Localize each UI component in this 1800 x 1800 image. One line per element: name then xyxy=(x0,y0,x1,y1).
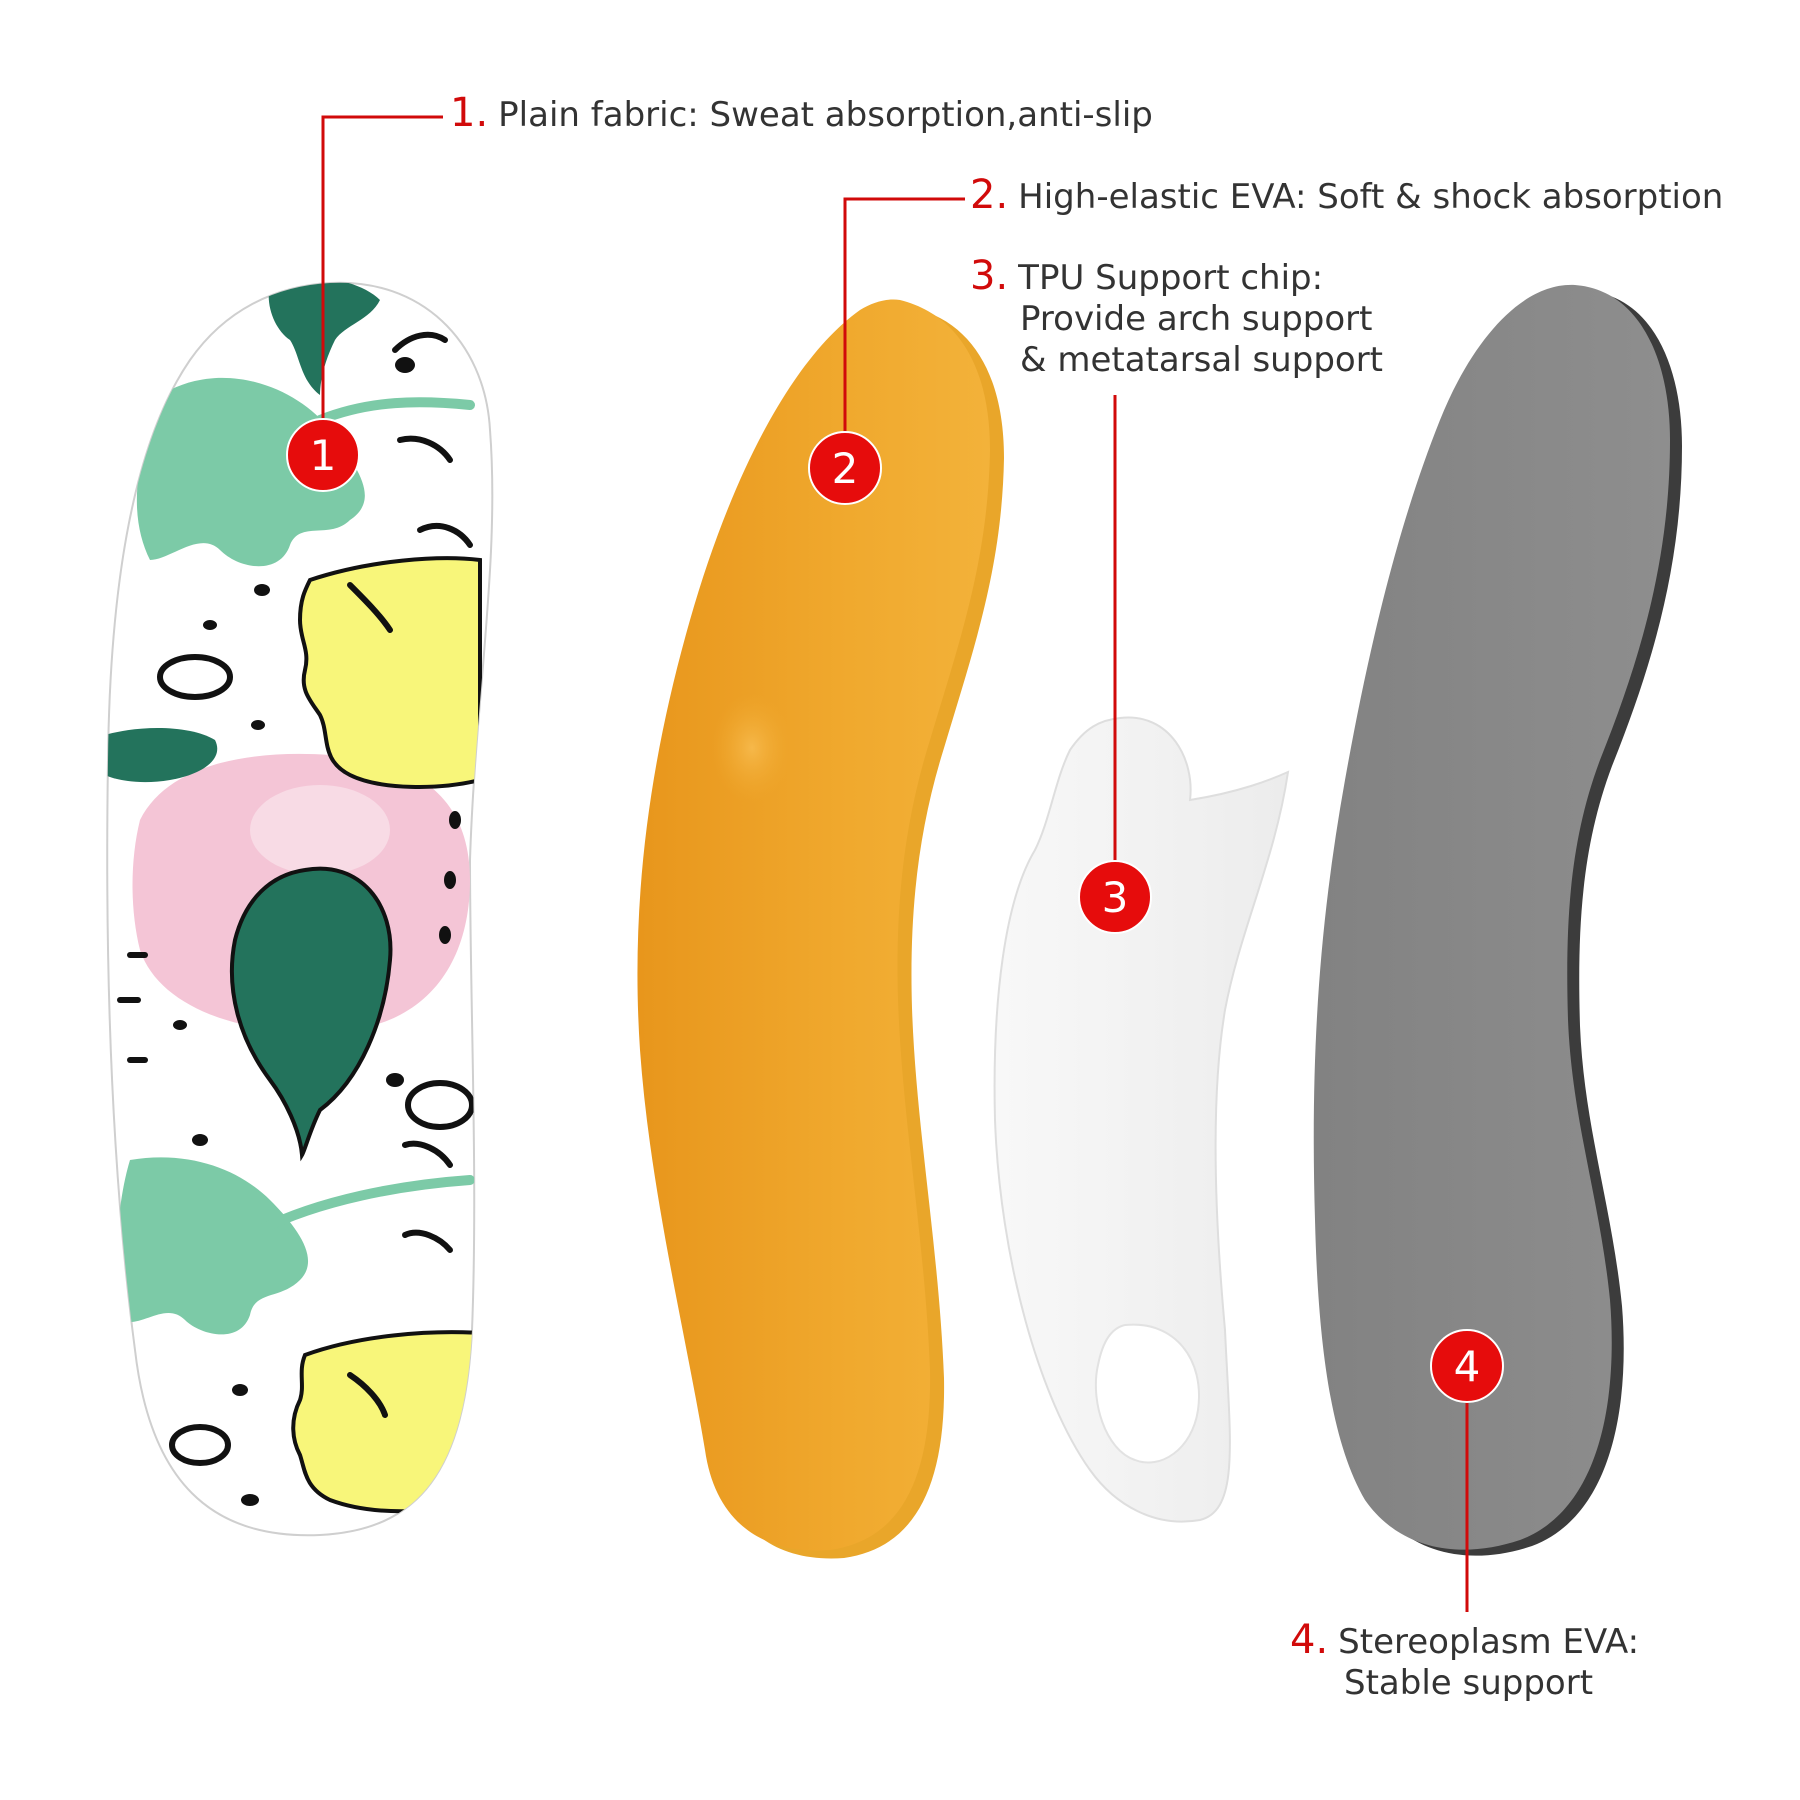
badge-3: 3 xyxy=(1078,860,1152,934)
callout-text-3-line-2: Provide arch support xyxy=(1020,299,1373,339)
leader-line-1 xyxy=(321,115,443,455)
callout-number-2: 2. xyxy=(970,172,1009,218)
callout-text-3-line-3: & metatarsal support xyxy=(1020,340,1384,380)
callout-text-3-line-1: TPU Support chip: xyxy=(1018,258,1324,298)
callout-text-4-line-2: Stable support xyxy=(1344,1663,1594,1703)
callout-label-3: 3.TPU Support chip: Provide arch support… xyxy=(970,256,1383,381)
tpu-support-chip xyxy=(993,716,1290,1523)
gray-base-layer xyxy=(1313,284,1682,1556)
callout-number-4: 4. xyxy=(1290,1617,1329,1663)
callout-label-2: 2.High-elastic EVA: Soft & shock absorpt… xyxy=(970,175,1723,218)
callout-text-2: High-elastic EVA: Soft & shock absorptio… xyxy=(1018,177,1724,217)
callout-text-1: Plain fabric: Sweat absorption,anti-slip xyxy=(498,95,1153,135)
badge-4-number: 4 xyxy=(1454,1342,1481,1391)
badge-1-number: 1 xyxy=(310,431,337,480)
callout-label-1: 1.Plain fabric: Sweat absorption,anti-sl… xyxy=(450,93,1153,136)
orange-eva-layer xyxy=(637,299,1004,1559)
badge-1: 1 xyxy=(286,418,360,492)
callout-label-4: 4.Stereoplasm EVA: Stable support xyxy=(1290,1620,1639,1704)
patterned-fabric-insole xyxy=(106,281,494,1537)
badge-2-number: 2 xyxy=(832,444,859,493)
callout-number-1: 1. xyxy=(450,90,489,136)
leader-line-2 xyxy=(843,197,965,468)
badge-3-number: 3 xyxy=(1102,873,1129,922)
badge-4: 4 xyxy=(1430,1329,1504,1403)
callout-number-3: 3. xyxy=(970,253,1009,299)
badge-2: 2 xyxy=(808,431,882,505)
callout-text-4-line-1: Stereoplasm EVA: xyxy=(1338,1622,1640,1662)
